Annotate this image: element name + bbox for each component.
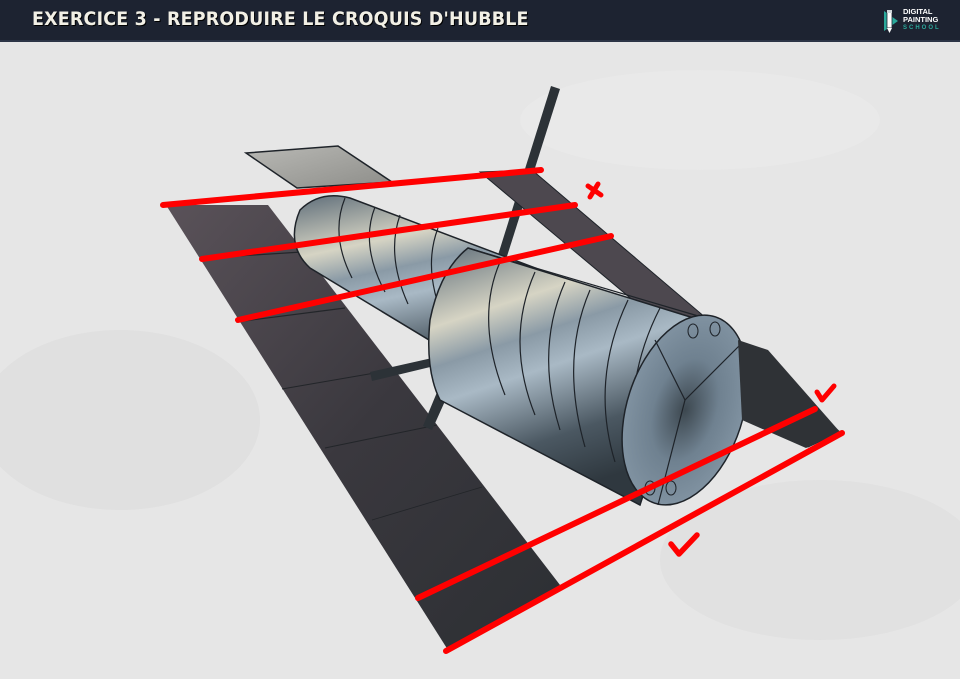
check-icon (814, 383, 837, 403)
page-title: EXERCICE 3 - REPRODUIRE LE CROQUIS D'HUB… (32, 8, 529, 30)
guide-line-5 (443, 430, 845, 654)
logo-line-3: SCHOOL (903, 25, 941, 31)
guide-line-2 (199, 202, 578, 262)
guide-line-1 (160, 167, 544, 208)
top-panel-light (243, 145, 395, 189)
check-icon (668, 532, 700, 557)
background-texture (0, 70, 960, 640)
logo-line-1: DIGITAL (903, 7, 933, 16)
header-bar: EXERCICE 3 - REPRODUIRE LE CROQUIS D'HUB… (0, 0, 960, 42)
guide-line-3 (235, 233, 614, 323)
solar-panel-right-front (738, 340, 840, 448)
illustration-canvas (0, 42, 960, 679)
digital-painting-school-logo: DIGITAL PAINTING SCHOOL (882, 7, 946, 35)
hubble-sketch (0, 70, 960, 654)
cross-icon (585, 181, 604, 200)
pencil-play-icon (884, 10, 898, 33)
perspective-guide-lines (160, 167, 845, 654)
guide-line-4 (415, 406, 818, 601)
logo-line-2: PAINTING (903, 15, 939, 24)
